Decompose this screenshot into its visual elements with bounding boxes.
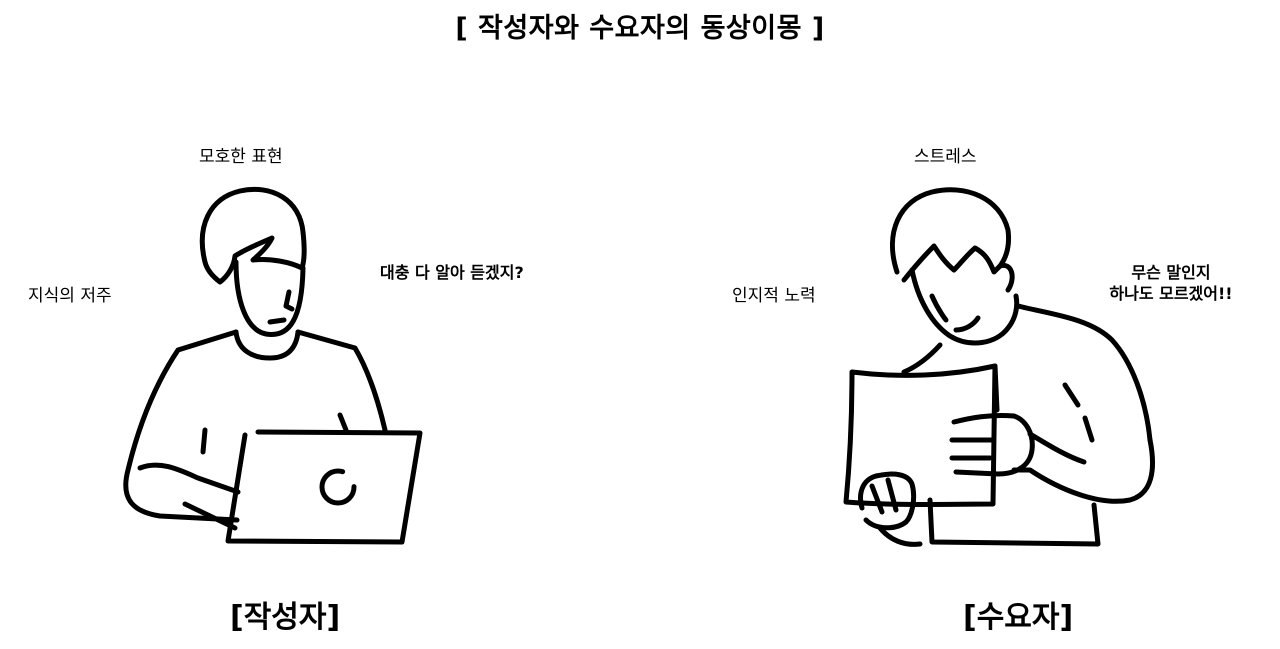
reader-left-hand — [858, 471, 917, 531]
writer-illustration — [123, 187, 423, 545]
reader-arm-inner — [1027, 431, 1087, 465]
writer-role-label: [작성자] — [230, 600, 341, 635]
writer-top-label: 모호한 표현 — [199, 147, 283, 167]
reader-body — [901, 303, 1153, 443]
reader-sleeve — [1062, 382, 1095, 443]
writer-laptop — [225, 429, 423, 545]
reader-eye — [929, 293, 949, 323]
reader-shirt-bottom — [927, 497, 1101, 547]
writer-right-shoulder — [295, 329, 388, 433]
reader-speech-line2: 하나도 모르겠어!! — [1109, 284, 1233, 303]
reader-role-label: [수요자] — [963, 600, 1074, 635]
writer-laptop-logo — [319, 468, 357, 506]
reader-hair — [890, 187, 1011, 283]
reader-speech: 무슨 말인지 하나도 모르겠어!! — [1096, 262, 1246, 304]
writer-left-shoulder — [123, 329, 240, 523]
writer-neck — [233, 329, 301, 361]
reader-paper-fold — [992, 363, 1000, 413]
reader-left-label: 인지적 노력 — [732, 286, 816, 306]
page-title: [ 작성자와 수요자의 동상이몽 ] — [455, 13, 825, 44]
writer-nose — [283, 289, 295, 312]
reader-wrist — [877, 525, 923, 547]
reader-top-label: 스트레스 — [914, 147, 977, 167]
writer-face — [233, 259, 306, 337]
writer-arm-detail2 — [337, 412, 349, 433]
writer-left-label: 지식의 저주 — [28, 286, 112, 306]
writer-inner-arm — [137, 462, 241, 495]
reader-illustration — [843, 187, 1155, 547]
writer-hair — [199, 187, 307, 285]
reader-face — [909, 267, 1020, 346]
writer-arm-detail — [200, 427, 208, 455]
reader-paper — [843, 363, 998, 507]
reader-ear — [997, 262, 1015, 293]
writer-waist — [182, 501, 238, 531]
writer-mouth — [267, 317, 287, 325]
reader-arm-right — [1011, 437, 1155, 504]
reader-speech-line1: 무슨 말인지 — [1131, 263, 1211, 282]
writer-speech: 대충 다 알아 듣겠지? — [380, 263, 524, 282]
reader-right-hand — [949, 413, 1035, 477]
reader-mouth — [953, 315, 981, 333]
